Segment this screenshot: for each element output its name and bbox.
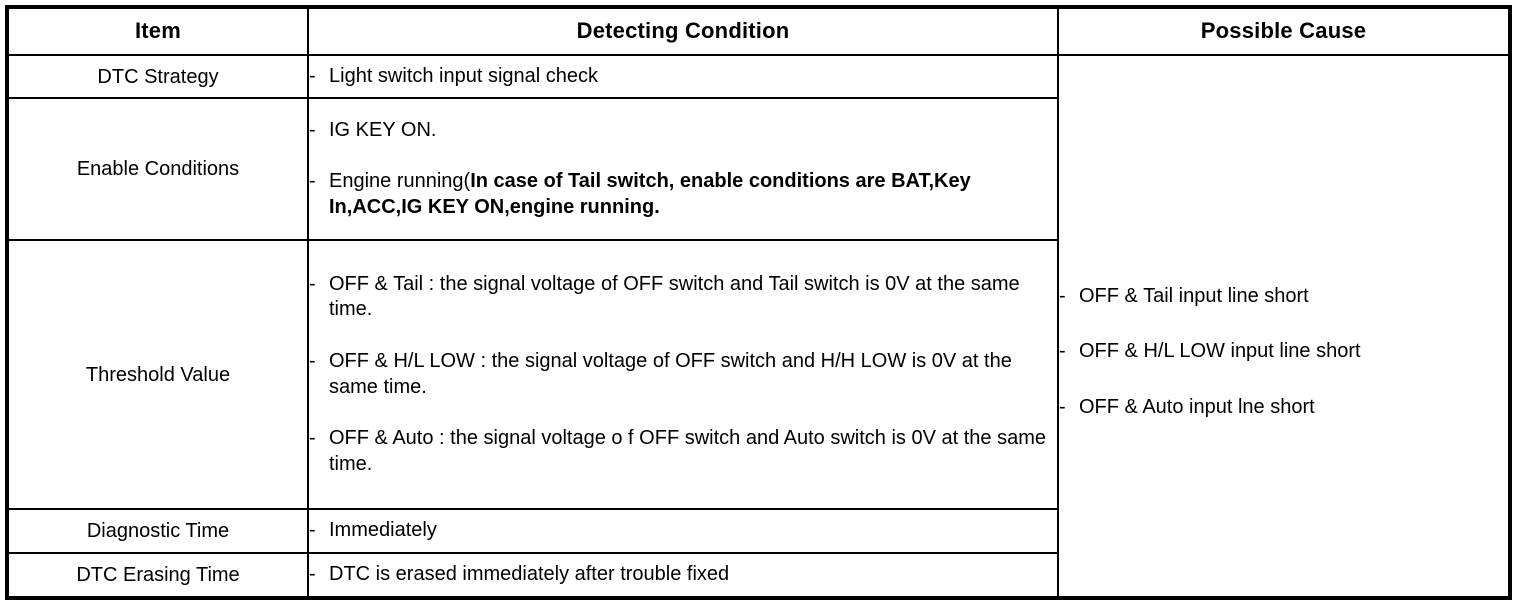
condition-cell-diagnostic-time: - Immediately bbox=[307, 508, 1059, 554]
bullet-text: Light switch input signal check bbox=[329, 64, 599, 87]
condition-bullet-off-hl-low: - OFF & H/L LOW : the signal voltage of … bbox=[309, 349, 1057, 400]
condition-bullet-off-tail: - OFF & Tail : the signal voltage of OFF… bbox=[309, 272, 1057, 323]
bullet-text: OFF & Tail : the signal voltage of OFF s… bbox=[329, 272, 1020, 321]
column-header-item: Item bbox=[6, 6, 309, 56]
condition-bullet-dtc-erased: - DTC is erased immediately after troubl… bbox=[309, 562, 1057, 588]
cause-bullet-tail: - OFF & Tail input line short bbox=[1059, 284, 1508, 310]
table-row-threshold-value: Threshold Value - OFF & Tail : the signa… bbox=[6, 239, 1510, 510]
bullet-dash: - bbox=[1059, 284, 1066, 307]
cause-bullet-auto: - OFF & Auto input lne short bbox=[1059, 395, 1508, 421]
table-header: Item Detecting Condition Possible Cause bbox=[6, 6, 1511, 56]
item-label-dtc-erasing-time: DTC Erasing Time bbox=[6, 552, 309, 599]
bullet-text: Immediately bbox=[329, 519, 437, 542]
bullet-dash: - bbox=[309, 427, 316, 450]
item-label-dtc-strategy: DTC Strategy bbox=[6, 54, 309, 99]
table-body: DTC Strategy - Light switch input signal… bbox=[6, 54, 1511, 599]
item-label-threshold-value: Threshold Value bbox=[6, 239, 309, 510]
item-label-diagnostic-time: Diagnostic Time bbox=[6, 508, 309, 554]
bullet-text: OFF & Auto : the signal voltage o f OFF … bbox=[329, 427, 1047, 475]
table-row-dtc-strategy: DTC Strategy - Light switch input signal… bbox=[6, 54, 1511, 599]
condition-cell-threshold-value: - OFF & Tail : the signal voltage of OFF… bbox=[307, 239, 1059, 510]
bullet-dash: - bbox=[309, 272, 316, 295]
bullet-text: OFF & Auto input lne short bbox=[1079, 395, 1315, 418]
bullet-dash: - bbox=[309, 170, 316, 193]
bullet-dash: - bbox=[309, 519, 316, 542]
possible-cause-list: - OFF & Tail input line short - OFF & H/… bbox=[1059, 232, 1508, 421]
table-row-enable-conditions: Enable Conditions - IG KEY ON. - Engine … bbox=[6, 97, 1510, 241]
item-label-enable-conditions: Enable Conditions bbox=[6, 97, 309, 241]
condition-cell-dtc-strategy: - Light switch input signal check bbox=[307, 54, 1059, 99]
bullet-dash: - bbox=[309, 349, 316, 372]
condition-gap bbox=[309, 143, 1057, 169]
bullet-dash: - bbox=[309, 64, 316, 87]
condition-bullet-off-auto: - OFF & Auto : the signal voltage o f OF… bbox=[309, 426, 1057, 477]
cause-bullet-hl-low: - OFF & H/L LOW input line short bbox=[1059, 339, 1508, 365]
possible-cause-cell: - OFF & Tail input line short - OFF & H/… bbox=[1057, 54, 1511, 599]
bullet-text-bold: In case of Tail switch, enable condition… bbox=[329, 170, 971, 218]
bullet-dash: - bbox=[309, 563, 316, 586]
header-row: Item Detecting Condition Possible Cause bbox=[6, 6, 1511, 56]
table-row-diagnostic-time: Diagnostic Time - Immediately bbox=[6, 508, 1510, 554]
bullet-dash: - bbox=[1059, 340, 1066, 363]
bullet-dash: - bbox=[1059, 395, 1066, 418]
condition-bullet: - Light switch input signal check bbox=[309, 64, 1057, 90]
condition-bullet-immediately: - Immediately bbox=[309, 518, 1057, 544]
bullet-text: OFF & Tail input line short bbox=[1079, 284, 1309, 307]
dtc-diagnostic-table: Item Detecting Condition Possible Cause … bbox=[5, 5, 1512, 600]
column-header-possible-cause: Possible Cause bbox=[1057, 6, 1511, 56]
condition-gap-1 bbox=[309, 323, 1057, 349]
bullet-text: OFF & H/L LOW : the signal voltage of OF… bbox=[329, 349, 1012, 398]
bullet-text: OFF & H/L LOW input line short bbox=[1079, 340, 1361, 363]
bullet-text: IG KEY ON. bbox=[329, 118, 437, 141]
bullet-dash: - bbox=[309, 118, 316, 141]
condition-cell-enable-conditions: - IG KEY ON. - Engine running(In case of… bbox=[307, 97, 1059, 241]
table-row-dtc-erasing-time: DTC Erasing Time - DTC is erased immedia… bbox=[6, 552, 1510, 599]
condition-bullet-ig-key-on: - IG KEY ON. bbox=[309, 118, 1057, 144]
condition-bullet-engine-running: - Engine running(In case of Tail switch,… bbox=[309, 169, 1057, 220]
column-header-detecting-condition: Detecting Condition bbox=[307, 6, 1059, 56]
cause-top-spacer bbox=[1059, 244, 1508, 284]
bullet-text: DTC is erased immediately after trouble … bbox=[329, 563, 730, 586]
cause-gap-2 bbox=[1059, 365, 1508, 395]
condition-gap-2 bbox=[309, 400, 1057, 426]
bullet-text-plain: Engine running( bbox=[329, 170, 471, 193]
condition-cell-dtc-erasing-time: - DTC is erased immediately after troubl… bbox=[307, 552, 1059, 599]
cause-gap-1 bbox=[1059, 309, 1508, 339]
